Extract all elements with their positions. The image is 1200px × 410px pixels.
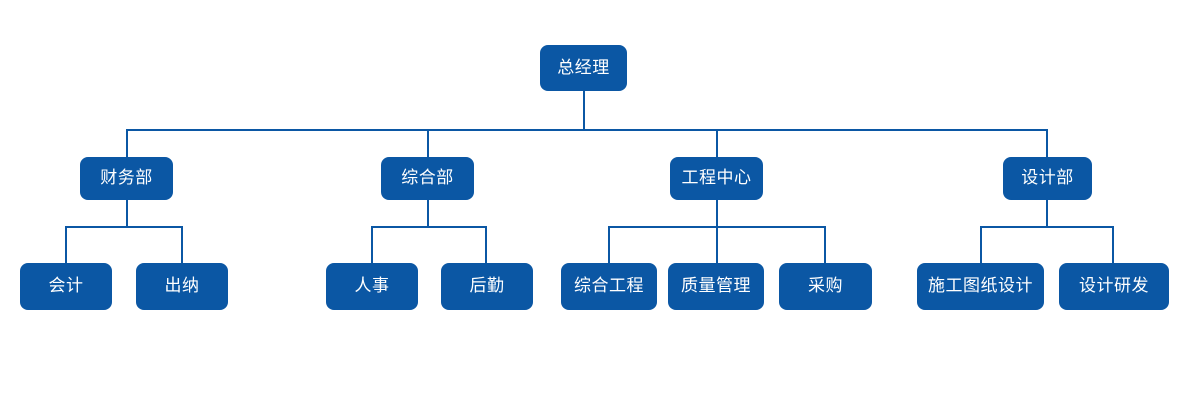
org-node-label: 设计部 <box>1021 168 1074 188</box>
org-node-procurement[interactable]: 采购 <box>779 263 872 310</box>
org-node-label: 工程中心 <box>681 168 752 188</box>
org-node-label: 质量管理 <box>681 276 751 296</box>
org-node-quality-management[interactable]: 质量管理 <box>668 263 764 310</box>
org-node-general-affairs[interactable]: 综合部 <box>381 157 474 200</box>
org-node-finance[interactable]: 财务部 <box>80 157 173 200</box>
org-node-label: 施工图纸设计 <box>928 276 1033 296</box>
org-node-construction-drawing-design[interactable]: 施工图纸设计 <box>917 263 1044 310</box>
org-node-label: 采购 <box>808 276 843 296</box>
connector-drop-cashier <box>181 226 183 263</box>
org-node-root[interactable]: 总经理 <box>540 45 627 91</box>
org-node-label: 综合工程 <box>574 276 644 296</box>
org-node-design[interactable]: 设计部 <box>1003 157 1092 200</box>
connector-drop-logistics <box>485 226 487 263</box>
connector-engineering-stem <box>716 200 718 227</box>
connector-drop-design-rd <box>1112 226 1114 263</box>
connector-design-bus <box>980 226 1114 228</box>
connector-drop-comprehensive-engineering <box>608 226 610 263</box>
connector-finance-bus <box>65 226 183 228</box>
org-node-label: 财务部 <box>100 168 153 188</box>
connector-drop-general-affairs <box>427 129 429 158</box>
connector-finance-stem <box>126 200 128 227</box>
org-node-accounting[interactable]: 会计 <box>20 263 112 310</box>
org-node-label: 会计 <box>48 276 84 296</box>
org-node-label: 人事 <box>354 276 390 296</box>
org-node-label: 出纳 <box>164 276 200 296</box>
connector-drop-construction-drawing-design <box>980 226 982 263</box>
org-node-design-rd[interactable]: 设计研发 <box>1059 263 1169 310</box>
org-node-label: 设计研发 <box>1079 276 1149 296</box>
org-node-logistics[interactable]: 后勤 <box>441 263 533 310</box>
org-node-label: 总经理 <box>557 57 610 78</box>
connector-drop-accounting <box>65 226 67 263</box>
org-node-cashier[interactable]: 出纳 <box>136 263 228 310</box>
org-node-hr[interactable]: 人事 <box>326 263 418 310</box>
connector-drop-design <box>1046 129 1048 158</box>
connector-drop-engineering <box>716 129 718 158</box>
connector-drop-procurement <box>824 226 826 263</box>
connector-root-stem <box>583 91 585 130</box>
connector-level2-bus <box>126 129 1048 131</box>
connector-drop-finance <box>126 129 128 158</box>
connector-general-affairs-bus <box>371 226 487 228</box>
org-node-label: 后勤 <box>469 276 505 296</box>
org-node-engineering-center[interactable]: 工程中心 <box>670 157 763 200</box>
org-node-label: 综合部 <box>401 168 454 188</box>
connector-drop-hr <box>371 226 373 263</box>
org-node-comprehensive-engineering[interactable]: 综合工程 <box>561 263 657 310</box>
connector-general-affairs-stem <box>427 200 429 227</box>
connector-drop-quality-management <box>716 226 718 263</box>
connector-design-stem <box>1046 200 1048 227</box>
